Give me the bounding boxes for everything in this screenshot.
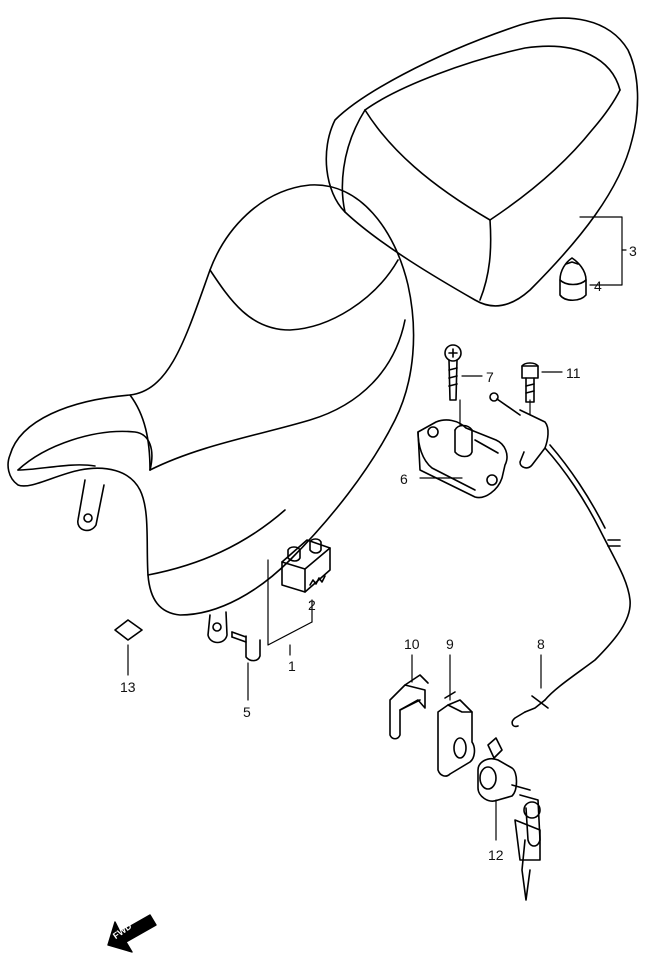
callout-2: 2 [308,597,316,613]
callout-5: 5 [243,704,251,720]
screw-7 [444,344,462,401]
fwd-arrow-icon [107,914,157,953]
callout-9: 9 [446,636,454,652]
lock-bracket-plate [437,691,476,777]
seat-lock-bracket [417,419,508,499]
rubber-cushion [559,257,587,302]
callout-4: 4 [594,278,602,294]
leader-lines [127,216,627,841]
clip [389,674,429,740]
callout-12: 12 [488,847,504,863]
callout-8: 8 [537,636,545,652]
callout-11: 11 [566,365,581,381]
callout-1: 1 [288,658,296,674]
cushion-block [281,538,331,593]
seat-lock-set [477,737,541,901]
callout-10: 10 [404,636,420,652]
bolt-11 [521,362,539,403]
screw [231,631,261,662]
front-seat [7,184,415,644]
callout-3: 3 [629,243,637,259]
seat-lock-cable [489,392,631,728]
pad [114,619,143,641]
callout-13: 13 [120,679,136,695]
callout-6: 6 [400,471,408,487]
rear-seat [325,17,639,307]
callout-7: 7 [486,369,494,385]
